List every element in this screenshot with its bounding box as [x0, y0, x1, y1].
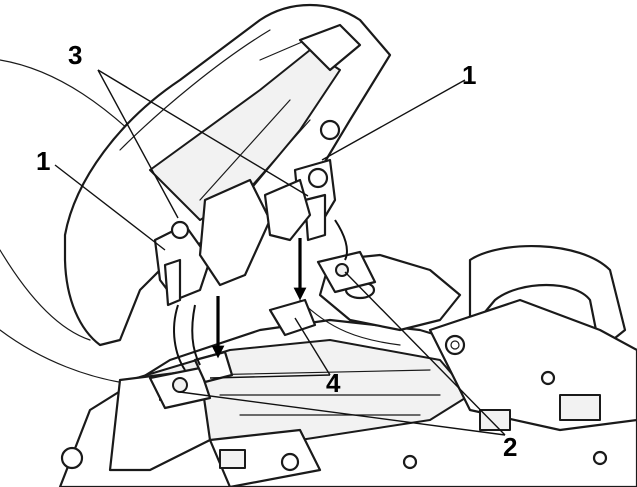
leader-4-a — [209, 374, 331, 379]
callout-2: 2 — [503, 432, 517, 462]
leader-1-left — [54, 164, 166, 251]
leader-2-a — [179, 391, 506, 436]
leader-3-a — [97, 69, 179, 219]
leader-4-b — [294, 317, 331, 376]
seat — [63, 4, 392, 347]
leader-2-b — [344, 271, 506, 436]
seat-hook-left — [153, 220, 212, 307]
slot-rear — [316, 250, 377, 294]
seat-tongue — [198, 178, 312, 287]
leader-1-right — [321, 79, 466, 161]
insertion-arrows — [211, 238, 307, 359]
stay-receivers — [193, 298, 317, 384]
leader-lines — [54, 69, 506, 436]
callout-1-right: 1 — [462, 60, 476, 90]
cables — [173, 219, 348, 371]
slot-front — [148, 366, 212, 410]
callout-3: 3 — [68, 40, 82, 70]
leader-3-b — [97, 69, 309, 197]
grab-rail — [402, 244, 637, 470]
callout-4: 4 — [326, 368, 341, 398]
callout-1-left: 1 — [36, 146, 50, 176]
